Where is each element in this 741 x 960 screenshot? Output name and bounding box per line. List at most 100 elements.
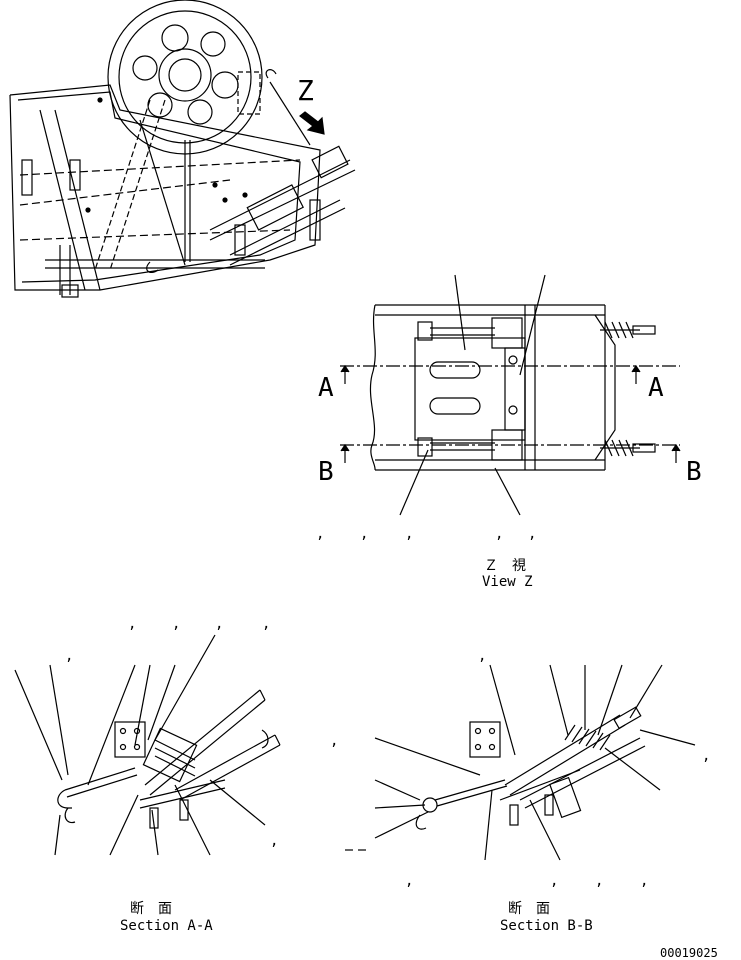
adjust-rod [229, 199, 341, 256]
arrow-up-icon [631, 364, 641, 384]
flywheel-hub [158, 48, 212, 102]
clevis [422, 797, 438, 813]
hook [415, 814, 427, 830]
adjust-rod [209, 169, 356, 241]
comma: , [640, 873, 648, 889]
side-plate [21, 159, 33, 196]
leader [151, 809, 159, 856]
slot [429, 361, 481, 379]
section-caption-en: Section A-A [120, 918, 213, 934]
pin [508, 355, 518, 365]
view-z-indicator: Z [297, 74, 325, 135]
nut [417, 321, 433, 341]
spring [600, 439, 640, 457]
dashed-line [19, 179, 231, 206]
view-z-drawing: A A B B , , , , , Ｚ 視 View Z [316, 274, 702, 590]
flywheel-bore [168, 58, 202, 92]
section-label-b: B [318, 457, 334, 487]
base [139, 779, 226, 801]
section-caption-en: Section B-B [500, 918, 593, 934]
spring [564, 724, 611, 751]
leader [529, 799, 561, 861]
comma: , [316, 526, 324, 542]
comma: , [405, 873, 413, 889]
leader [519, 274, 546, 376]
hook [261, 729, 269, 749]
hook [146, 261, 159, 274]
comma: , [172, 616, 180, 632]
view-letter: Z [297, 74, 314, 107]
flywheel-outer [107, 0, 263, 155]
bolt [97, 97, 103, 103]
comma: , [128, 616, 136, 632]
drawing-number: 00019025 [660, 946, 718, 960]
flywheel-hole [200, 31, 226, 57]
leader [604, 747, 661, 791]
hidden-outline [237, 71, 261, 115]
comma: , [270, 833, 278, 849]
leader [374, 737, 481, 776]
plate-line [154, 755, 196, 777]
bolt [133, 743, 141, 751]
side-plate [69, 159, 81, 191]
rod-end [632, 443, 656, 453]
leader [87, 664, 136, 786]
beam [524, 745, 646, 809]
bolt [85, 207, 91, 213]
spring [600, 321, 640, 339]
beam [519, 737, 641, 801]
comma: , [65, 648, 73, 664]
flywheel-hole [161, 24, 189, 52]
bolt [119, 743, 127, 751]
flywheel-hole [211, 71, 239, 99]
center-block [414, 337, 526, 441]
pitman-line [54, 109, 101, 291]
leader [209, 779, 266, 826]
leader [109, 794, 139, 856]
pitman-line [109, 99, 166, 271]
crusher-frame-inner [17, 91, 301, 283]
section-label-a: A [318, 373, 334, 403]
comma: , [595, 873, 603, 889]
leader [489, 664, 516, 756]
block [549, 776, 582, 819]
arrow-up-icon [340, 443, 350, 463]
leader [484, 789, 493, 861]
flywheel-hole [187, 99, 213, 125]
comma: , [528, 526, 536, 542]
bolt [488, 743, 496, 751]
hook [64, 807, 76, 824]
view-caption-en: View Z [482, 574, 533, 590]
base [499, 769, 581, 801]
plate-stack [142, 727, 198, 783]
comma: , [330, 733, 338, 749]
beam [274, 734, 281, 746]
foot [544, 794, 554, 816]
spring-block [311, 145, 349, 179]
leader [639, 729, 696, 746]
bolt [242, 192, 248, 198]
leader [134, 664, 151, 746]
beam [174, 734, 276, 791]
toggle-line [139, 119, 186, 266]
rod [436, 785, 508, 807]
spring-block [246, 184, 304, 231]
rod [66, 774, 138, 798]
leader [494, 467, 521, 516]
mount-bracket [114, 721, 146, 758]
leader [374, 811, 429, 839]
rod-end [613, 706, 642, 730]
rod [434, 779, 506, 801]
bracket [234, 224, 246, 256]
leader [54, 814, 61, 856]
leader [454, 274, 466, 351]
leader [147, 664, 176, 741]
plate-line [154, 739, 196, 761]
slot [429, 397, 481, 415]
pin [508, 405, 518, 415]
comma: , [478, 648, 486, 664]
bolt [119, 727, 127, 735]
bolt [474, 743, 482, 751]
plate-line [154, 747, 196, 769]
